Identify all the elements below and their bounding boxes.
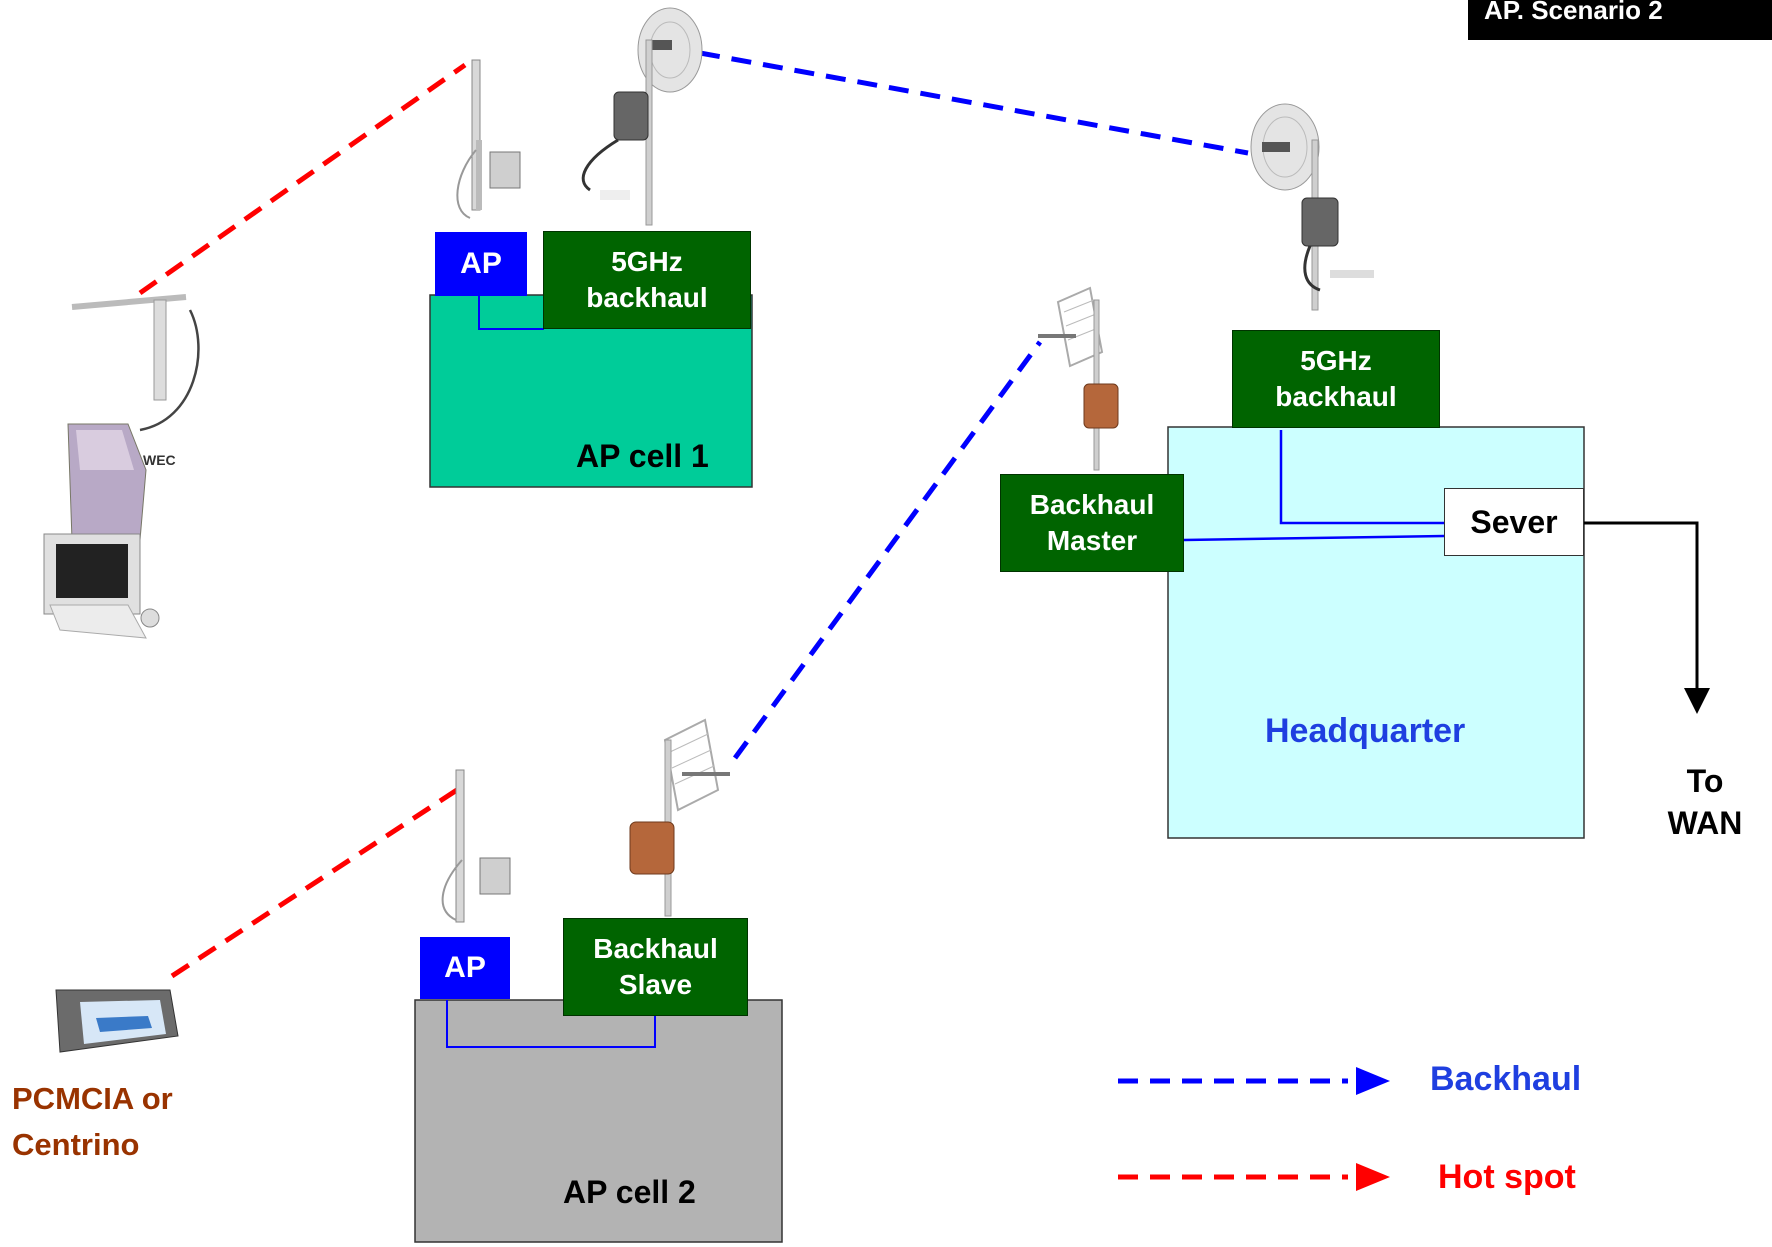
- ap-cell-1-cable: [478, 296, 544, 330]
- backhaul-master-box: Backhaul Master: [1000, 474, 1184, 572]
- wan-uplink-line: [1584, 521, 1699, 690]
- legend-backhaul-arrowhead: [1356, 1067, 1390, 1095]
- legend-hotspot-arrowhead: [1356, 1163, 1390, 1191]
- backhaul-link-top: [699, 50, 1249, 156]
- ap-cell-1-label: AP cell 1: [576, 438, 709, 474]
- legend-backhaul-label: Backhaul: [1430, 1060, 1582, 1098]
- ap-2-box: AP: [420, 937, 510, 999]
- ap-cell-2-antenna-icon: [441, 769, 511, 923]
- wan-arrow-head: [1684, 688, 1710, 714]
- ap-cell-2-area: [414, 999, 783, 1243]
- backhaul-link-diagonal: [732, 340, 1043, 760]
- ap-cell-2-cable: [446, 1000, 656, 1048]
- legend-hotspot-label: Hot spot: [1438, 1158, 1576, 1196]
- ap-cell-1-dish-icon: [581, 7, 703, 226]
- backhaul-master-grid-antenna-icon: [1038, 286, 1119, 471]
- hq-dish-icon: [1250, 103, 1374, 311]
- backhaul-5ghz-hq-box: 5GHz backhaul: [1232, 330, 1440, 428]
- wec-label: WEC: [143, 452, 176, 468]
- client-card-label: PCMCIA or Centrino: [12, 1081, 173, 1162]
- pcmcia-card-icon: [55, 989, 179, 1053]
- backhaul-slave-box: Backhaul Slave: [563, 918, 748, 1016]
- ap-cell-2-label: AP cell 2: [563, 1174, 696, 1210]
- wec-client-icon: [43, 294, 200, 639]
- headquarter-label: Headquarter: [1265, 712, 1466, 750]
- backhaul-slave-grid-antenna-icon: [629, 718, 730, 917]
- to-wan-label: To WAN: [1667, 763, 1743, 841]
- ap-1-box: AP: [435, 232, 527, 296]
- hotspot-link-bottom: [170, 785, 462, 979]
- scenario-title-text: AP. Scenario 2: [1484, 0, 1663, 25]
- ap-cell-1-antenna-icon: [456, 59, 521, 219]
- backhaul-5ghz-1-box: 5GHz backhaul: [543, 231, 751, 329]
- scenario-title: AP. Scenario 2: [1468, 0, 1772, 40]
- hq-master-server-cable: [1183, 534, 1445, 542]
- hotspot-link-top: [138, 62, 467, 296]
- server-box: Sever: [1444, 488, 1584, 556]
- hq-5ghz-server-cable: [1279, 430, 1444, 525]
